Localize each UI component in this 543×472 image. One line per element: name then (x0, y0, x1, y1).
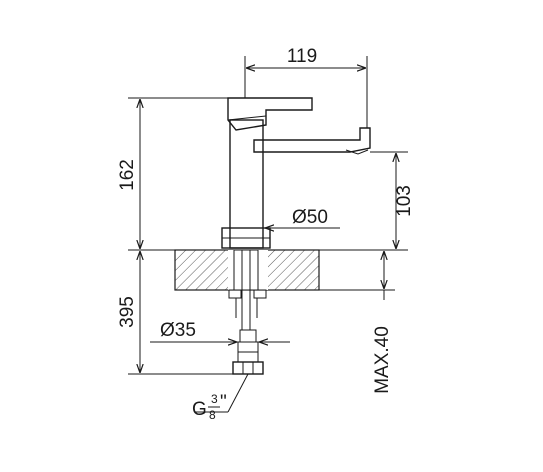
dim-hose-diameter-label: Ø35 (160, 320, 196, 341)
dim-spout-height-label: 103 (394, 185, 415, 217)
dim-shank-length-label: 395 (117, 296, 138, 328)
dim-spout-reach-label: 119 (287, 46, 317, 67)
thread-numerator: 3 (211, 392, 218, 406)
dim-base-diameter-label: Ø50 (292, 207, 328, 228)
dim-max-thickness-label: MAX.40 (372, 326, 393, 394)
thread-callout (195, 373, 249, 413)
shank-assembly (228, 249, 267, 375)
dim-total-height (128, 97, 230, 251)
countertop-section (174, 249, 320, 291)
thread-denominator: 8 (209, 408, 216, 422)
dim-shank-length (128, 251, 233, 375)
dim-spout-height (319, 151, 408, 251)
dim-spout-reach (244, 56, 368, 128)
faucet-body (221, 97, 371, 249)
dim-max-thickness (319, 251, 395, 300)
thread-prefix: G (192, 399, 207, 420)
dim-total-height-label: 162 (117, 159, 138, 191)
thread-suffix: " (220, 392, 227, 413)
